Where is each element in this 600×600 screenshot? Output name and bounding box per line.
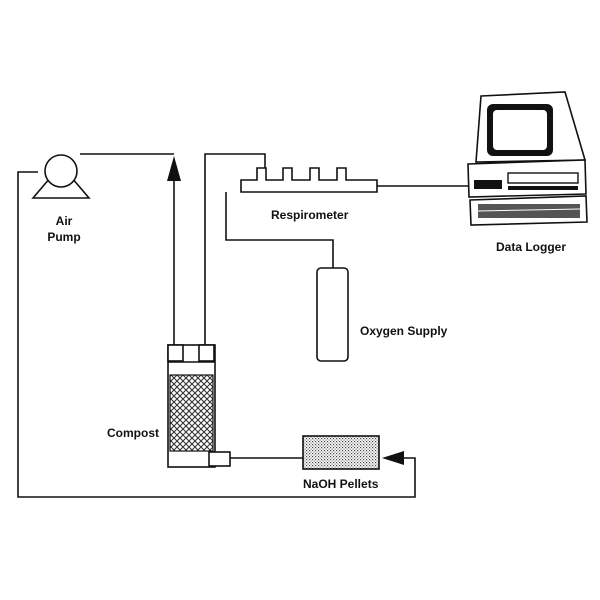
tube-respirometer-to-oxygen [225,192,334,268]
flow-arrow-up-icon [167,156,181,181]
air-pump-label-line2: Pump [47,230,80,244]
flow-arrow-left-icon [382,451,404,465]
naoh-pellets-label: NaOH Pellets [303,477,379,491]
oxygen-supply-label: Oxygen Supply [360,324,448,338]
air-pump-label-line1: Air [56,214,73,228]
air-pump-icon [31,154,91,199]
tubing [17,153,468,498]
data-logger-label: Data Logger [496,240,566,254]
respirometer-label: Respirometer [271,208,349,222]
gas-cylinder-icon [316,267,349,362]
naoh-pellets-canister [302,435,380,470]
tube-compost-to-respirometer [204,153,266,345]
compost-label: Compost [107,426,159,440]
compost-column [167,344,231,468]
tube-pump-to-naoh [17,171,416,498]
respirometer-icon [240,167,378,193]
computer-icon [467,91,588,226]
